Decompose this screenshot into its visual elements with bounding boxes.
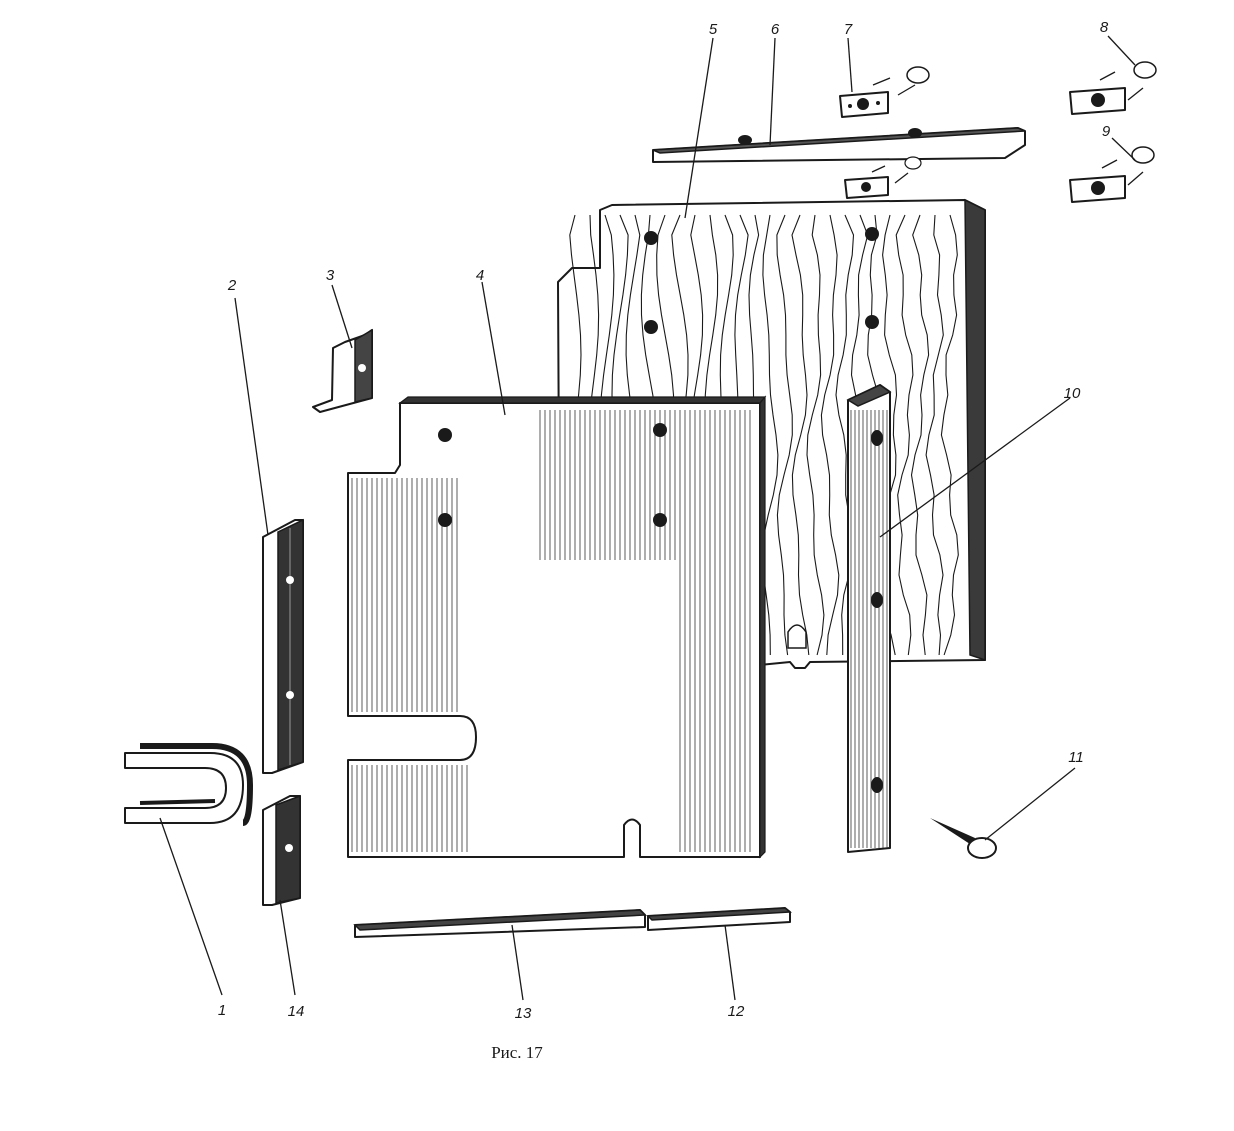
part-7-block [839,66,930,118]
label-14: 14 [288,1003,305,1020]
wood-grain-line [910,214,930,656]
part-8-block [1069,61,1157,115]
part-6-top-strip [652,127,1026,163]
wood-grain-line [791,214,810,656]
wood-grain-line [895,214,914,656]
label-12: 12 [728,1003,745,1020]
label-6: 6 [771,21,780,38]
part-13-strip [353,909,647,938]
label-3: 3 [326,267,335,284]
label-4: 4 [476,267,484,284]
wood-grain-line [806,214,825,656]
wood-grain-line [940,214,959,656]
label-11: 11 [1068,749,1084,766]
lower-block [844,156,922,199]
part-12-strip [646,907,792,931]
part-14-channel [262,794,301,906]
leader-lines [159,35,1136,1001]
label-1: 1 [218,1002,226,1019]
wood-grain-line [776,214,793,656]
figure-caption: Рис. 17 [491,1043,543,1062]
label-7: 7 [844,21,853,38]
label-8: 8 [1100,19,1109,36]
label-9: 9 [1102,123,1111,140]
wood-grain-line [925,214,944,656]
part-2-channel [262,518,304,774]
label-13: 13 [515,1005,532,1022]
wood-grain-line [820,214,840,656]
part-9-block [1069,146,1155,203]
label-10: 10 [1064,385,1081,402]
label-2: 2 [227,277,237,294]
part-3-bracket [312,328,373,413]
part-4-plate [347,395,767,859]
part-10-vertical-bar [846,384,892,853]
part-labels: 1 2 3 4 5 6 7 8 9 10 11 12 13 14 [218,19,1111,1022]
part-11-nail [930,818,997,859]
part-1-u-bend [124,743,254,826]
label-5: 5 [709,21,718,38]
